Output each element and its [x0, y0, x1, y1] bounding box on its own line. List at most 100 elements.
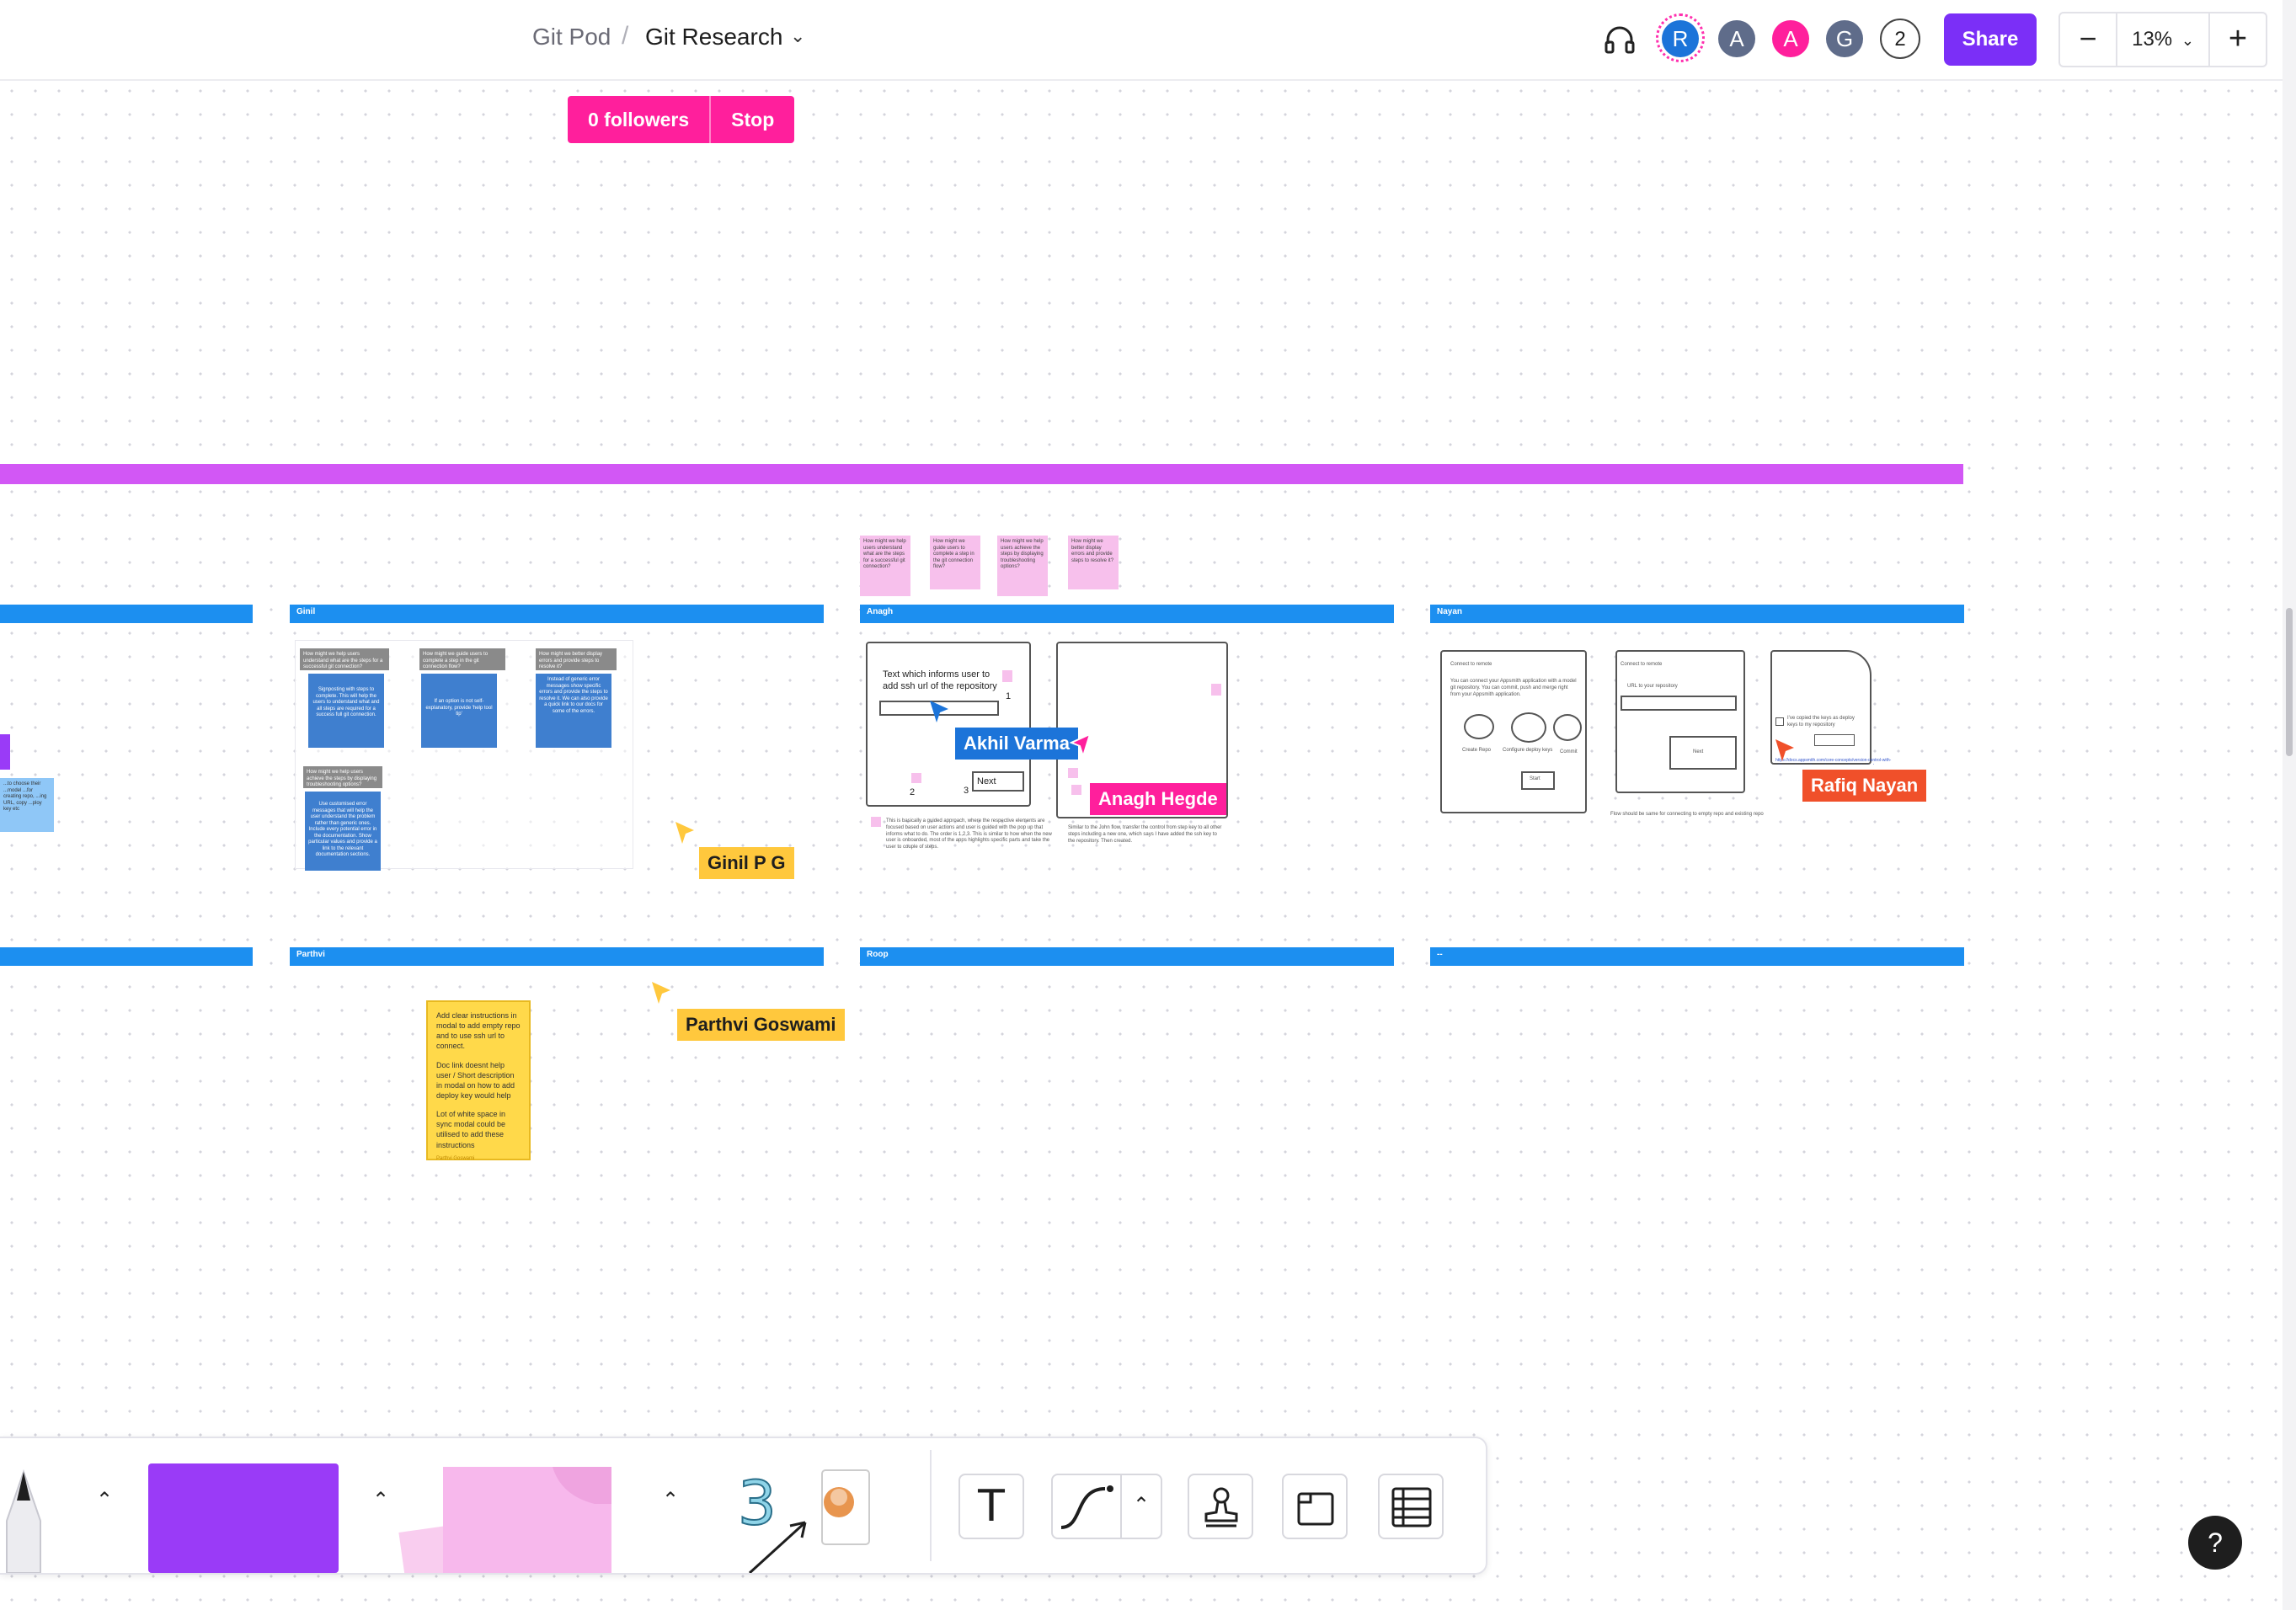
- board-title[interactable]: Git Research: [645, 24, 783, 50]
- frame-tool-button[interactable]: [1282, 1474, 1348, 1539]
- shape-swatch[interactable]: [148, 1463, 339, 1573]
- mini-sticky[interactable]: [1068, 768, 1078, 778]
- share-button[interactable]: Share: [1944, 13, 2037, 66]
- lane-label: Nayan: [1437, 607, 1463, 616]
- active-user-ring: [1656, 13, 1705, 62]
- hmw-sticky[interactable]: How might we help users understand what …: [860, 536, 910, 596]
- sketch-checkbox[interactable]: [1775, 717, 1784, 726]
- partial-sticky-note[interactable]: ...to choose their ...model ...for creat…: [0, 778, 54, 832]
- sketch-start-button[interactable]: Start: [1521, 771, 1555, 790]
- parthvi-note[interactable]: Add clear instructions in modal to add e…: [426, 1000, 531, 1161]
- avatar[interactable]: A: [1772, 20, 1809, 57]
- cursor-akhil: [930, 701, 948, 722]
- wireframe-sketch[interactable]: [1615, 650, 1745, 793]
- wireframe-sketch[interactable]: [866, 642, 1031, 807]
- step-number: 2: [910, 787, 916, 797]
- lane-header-anagh[interactable]: Anagh: [860, 605, 1394, 623]
- mini-sticky[interactable]: [1211, 684, 1221, 696]
- chevron-down-icon: ⌄: [2181, 32, 2194, 49]
- stamp-tool-button[interactable]: [1188, 1474, 1253, 1539]
- chevron-up-icon[interactable]: ⌃: [661, 1489, 680, 1511]
- answer-card[interactable]: Use customised error messages that will …: [305, 792, 381, 871]
- stickers-icon[interactable]: 3: [734, 1463, 900, 1573]
- mini-sticky[interactable]: [1071, 785, 1081, 795]
- cursor-rafiq: [1775, 739, 1794, 761]
- chevron-up-icon[interactable]: ⌃: [95, 1489, 114, 1511]
- avatar[interactable]: G: [1826, 20, 1863, 57]
- mini-sticky[interactable]: [871, 817, 881, 827]
- section-divider[interactable]: [0, 464, 1963, 484]
- lane-header-partial[interactable]: [0, 947, 253, 966]
- pen-icon[interactable]: [0, 1462, 61, 1573]
- card-text: Use customised error messages that will …: [308, 802, 377, 857]
- lane-header-ginil[interactable]: Ginil: [290, 605, 824, 623]
- chevron-up-icon[interactable]: ⌃: [371, 1489, 390, 1511]
- table-tool-button[interactable]: [1378, 1474, 1444, 1539]
- mini-sticky[interactable]: [1002, 670, 1012, 682]
- more-users-count[interactable]: 2: [1880, 19, 1920, 59]
- hmw-sticky[interactable]: How might we better display errors and p…: [1068, 536, 1119, 589]
- collaborator-tag-ginil: Ginil P G: [699, 847, 794, 879]
- help-button[interactable]: ?: [2188, 1516, 2242, 1570]
- card-text: Instead of generic error messages show s…: [539, 677, 608, 714]
- zoom-out-button[interactable]: −: [2060, 13, 2117, 66]
- connector-tool-button[interactable]: ⌃: [1051, 1474, 1162, 1539]
- answer-card[interactable]: Instead of generic error messages show s…: [536, 674, 611, 748]
- answer-card[interactable]: If an option is not self-explanatory, pr…: [421, 674, 497, 748]
- whiteboard-canvas[interactable]: [0, 79, 2283, 1610]
- question-card[interactable]: How might we help users achieve the step…: [303, 766, 382, 788]
- scrollbar-thumb[interactable]: [2286, 608, 2293, 756]
- card-text: Signposting with steps to complete. This…: [312, 687, 380, 717]
- lane-header-parthvi[interactable]: Parthvi: [290, 947, 824, 966]
- stop-following-button[interactable]: Stop: [731, 109, 775, 131]
- doc-link[interactable]: https://docs.appsmith.com/core-concepts/…: [1775, 758, 1892, 765]
- sketch-input[interactable]: [1621, 696, 1737, 711]
- mini-sticky[interactable]: [911, 773, 921, 783]
- chevron-down-icon[interactable]: ⌄: [790, 25, 806, 46]
- vertical-scrollbar[interactable]: [2283, 0, 2296, 1610]
- lane-header-empty[interactable]: --: [1430, 947, 1964, 966]
- sketch-title: Connect to remote: [1621, 662, 1663, 667]
- sketch-input[interactable]: [1814, 734, 1855, 746]
- step-label: Commit: [1560, 749, 1578, 754]
- breadcrumb-separator: /: [622, 22, 629, 50]
- sketch-text: URL to your repository: [1627, 684, 1678, 689]
- table-icon: [1391, 1487, 1432, 1527]
- question-card[interactable]: How might we help users understand what …: [300, 648, 389, 670]
- step-number: 3: [964, 786, 969, 796]
- lane-label: Anagh: [867, 607, 894, 616]
- sticky-text: How might we help users understand what …: [863, 539, 906, 569]
- annotation-text: This is basically a guided approach, whe…: [886, 818, 1052, 850]
- sketch-next-button[interactable]: Next: [972, 771, 1024, 792]
- tool-split-divider: [1120, 1475, 1122, 1538]
- flow-node: [1511, 712, 1546, 743]
- chevron-up-icon[interactable]: ⌃: [1132, 1494, 1151, 1517]
- breadcrumb-parent[interactable]: Git Pod: [532, 24, 611, 50]
- zoom-in-button[interactable]: +: [2208, 13, 2266, 66]
- answer-card[interactable]: Signposting with steps to complete. This…: [308, 674, 384, 748]
- text-tool-button[interactable]: T: [958, 1474, 1024, 1539]
- lane-label: --: [1437, 950, 1443, 959]
- start-label: Start: [1530, 776, 1540, 781]
- annotation-text: Flow should be same for connecting to em…: [1610, 812, 1764, 817]
- avatar[interactable]: R: [1662, 20, 1699, 57]
- sticky-notes-icon[interactable]: [392, 1462, 645, 1575]
- sticky-text: How might we guide users to complete a s…: [933, 539, 974, 569]
- lane-header-nayan[interactable]: Nayan: [1430, 605, 1964, 623]
- headphones-icon[interactable]: [1602, 22, 1637, 57]
- lane-header-partial[interactable]: [0, 605, 253, 623]
- hmw-sticky[interactable]: How might we help users achieve the step…: [997, 536, 1048, 596]
- zoom-level-dropdown[interactable]: 13% ⌄: [2116, 13, 2210, 66]
- lane-header-roop[interactable]: Roop: [860, 947, 1394, 966]
- note-line: Doc link doesnt help user / Short descri…: [436, 1060, 515, 1100]
- zoom-level-value: 13%: [2132, 28, 2173, 51]
- creation-toolbar: ⌃ ⌃ ⌃ 3 T ⌃: [0, 1437, 1487, 1575]
- avatar[interactable]: A: [1718, 20, 1755, 57]
- hmw-sticky[interactable]: How might we guide users to complete a s…: [930, 536, 980, 589]
- question-card[interactable]: How might we better display errors and p…: [536, 648, 617, 670]
- partial-sticky[interactable]: [0, 734, 10, 770]
- followers-count-button[interactable]: 0 followers: [568, 96, 712, 143]
- question-card[interactable]: How might we guide users to complete a s…: [419, 648, 505, 670]
- lane-label: Roop: [867, 950, 889, 959]
- sketch-next-button[interactable]: Next: [1669, 736, 1737, 770]
